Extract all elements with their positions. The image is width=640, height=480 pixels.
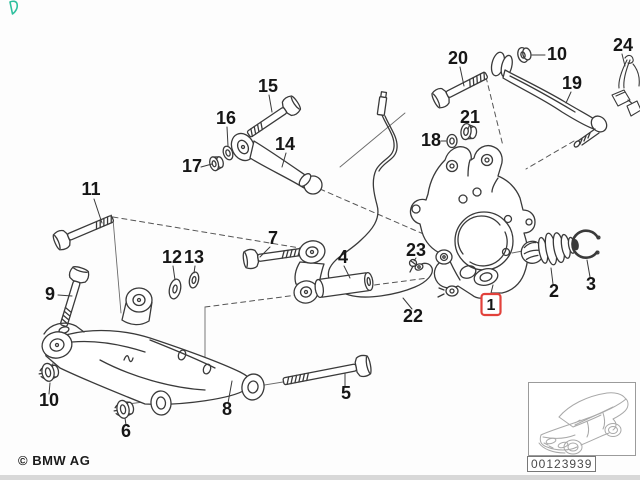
- diagram-number-plate: 00123939: [527, 456, 597, 472]
- part-10-nut-lower: [38, 362, 60, 382]
- callout-1[interactable]: 1: [487, 297, 496, 314]
- copyright-text: © BMW AG: [18, 453, 91, 468]
- callout-17[interactable]: 17: [182, 156, 202, 176]
- callout-21[interactable]: 21: [460, 107, 480, 127]
- part-12-washer: [168, 278, 182, 300]
- part-8-trailing-arm: [41, 287, 265, 416]
- part-14-control-arm: [230, 132, 323, 195]
- callout-19[interactable]: 19: [562, 73, 582, 93]
- part-6-nut: [113, 399, 135, 419]
- part-23-screw: [408, 258, 418, 273]
- part-1-wheel-carrier: [409, 144, 536, 299]
- callout-23[interactable]: 23: [406, 240, 426, 260]
- part-4-sleeve: [314, 271, 374, 299]
- part-22-abs-sensor-cable: [327, 91, 433, 298]
- part-18-washer: [446, 133, 458, 149]
- callout-14[interactable]: 14: [275, 134, 295, 154]
- car-thumbnail: [528, 382, 636, 456]
- callout-10[interactable]: 10: [39, 390, 59, 410]
- callout-10[interactable]: 10: [547, 44, 567, 64]
- car-outline: [538, 392, 629, 455]
- part-15-bolt: [246, 95, 302, 138]
- part-2-ball-joint: [511, 232, 579, 266]
- part-9-bolt: [60, 266, 90, 327]
- callout-5[interactable]: 5: [341, 383, 351, 403]
- callout-11[interactable]: 11: [81, 179, 100, 199]
- callout-22[interactable]: 22: [403, 306, 423, 326]
- part-17-nut: [209, 156, 224, 172]
- callout-12[interactable]: 12: [162, 247, 182, 267]
- part-11-bolt: [52, 214, 115, 251]
- part-10-washer-upper: [517, 46, 532, 64]
- part-13-washer: [188, 271, 200, 289]
- part-20-bolt: [431, 71, 488, 109]
- part-7-bolt: [242, 247, 305, 270]
- callout-20[interactable]: 20: [448, 48, 468, 68]
- callout-6[interactable]: 6: [121, 421, 131, 441]
- callout-18[interactable]: 18: [421, 130, 441, 150]
- selected-callout-box[interactable]: [480, 292, 502, 317]
- part-5-bolt: [282, 354, 372, 386]
- page-marker-icon: [9, 0, 19, 15]
- callout-24[interactable]: 24: [613, 35, 633, 55]
- part-19-upper-arm: [490, 51, 608, 148]
- callout-7[interactable]: 7: [268, 228, 278, 248]
- callout-8[interactable]: 8: [222, 399, 232, 419]
- callout-16[interactable]: 16: [216, 108, 236, 128]
- bottom-strip: [0, 475, 640, 480]
- part-24-bracket-set: [611, 54, 640, 117]
- part-16-washer: [222, 145, 234, 161]
- callout-13[interactable]: 13: [184, 247, 204, 267]
- callout-2[interactable]: 2: [549, 281, 559, 301]
- callout-15[interactable]: 15: [258, 76, 278, 96]
- leader-lines: [48, 53, 626, 426]
- callout-3[interactable]: 3: [586, 274, 596, 294]
- callout-9[interactable]: 9: [45, 284, 55, 304]
- part-3-snap-ring: [571, 229, 601, 259]
- callout-4[interactable]: 4: [338, 247, 348, 267]
